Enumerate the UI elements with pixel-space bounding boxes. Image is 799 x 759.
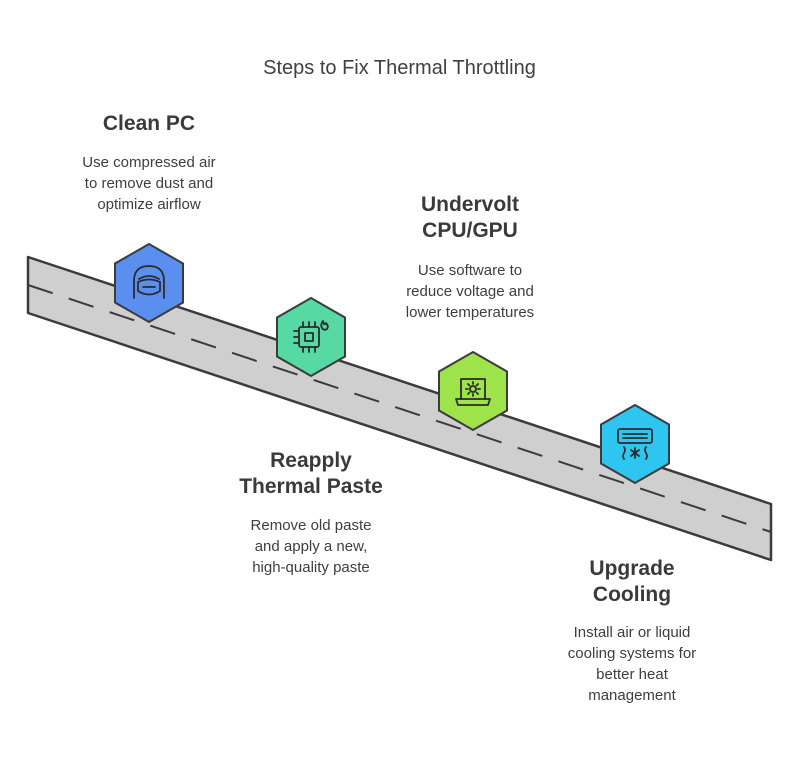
step-2-title-line: Thermal Paste: [239, 475, 383, 498]
mask-icon: [133, 265, 165, 299]
step-4-title-line: Upgrade: [589, 557, 675, 580]
step-4-title: Upgrade Cooling: [532, 556, 732, 608]
step-3-hexagon: [438, 350, 508, 432]
step-1-desc-line: to remove dust and: [84, 175, 214, 192]
step-2-description: Remove old paste and apply a new, high-q…: [209, 515, 413, 578]
step-3-desc-line: reduce voltage and: [406, 283, 534, 300]
step-2-desc-line: and apply a new,: [254, 538, 368, 555]
step-4-desc-line: cooling systems for: [567, 645, 697, 662]
step-4-desc-line: management: [588, 687, 676, 704]
step-2-hexagon: [276, 296, 346, 378]
step-3-desc-line: Use software to: [417, 262, 523, 279]
step-3-title: Undervolt CPU/GPU: [370, 192, 570, 244]
step-2-desc-line: high-quality paste: [252, 559, 370, 576]
step-1-desc-line: Use compressed air: [82, 154, 216, 171]
road-center-line: [27, 284, 772, 533]
step-4-desc-line: Install air or liquid: [573, 624, 691, 641]
laptop-gear-icon: [455, 378, 491, 406]
step-4-hexagon: [600, 403, 670, 485]
step-3-title-line: CPU/GPU: [422, 219, 518, 242]
step-2-desc-line: Remove old paste: [250, 517, 372, 534]
step-3-title-line: Undervolt: [420, 193, 519, 216]
step-3-description: Use software to reduce voltage and lower…: [368, 260, 572, 323]
step-1-title: Clean PC: [49, 111, 249, 137]
step-3-desc-line: lower temperatures: [405, 304, 535, 321]
air-conditioner-icon: [617, 428, 653, 460]
diagram-title: Steps to Fix Thermal Throttling: [263, 57, 536, 79]
step-4-title-line: Cooling: [592, 583, 672, 606]
step-1-hexagon: [114, 242, 184, 324]
step-1-title-line: Clean PC: [102, 112, 196, 135]
step-4-description: Install air or liquid cooling systems fo…: [530, 622, 734, 706]
chip-icon: [293, 320, 329, 353]
step-1-desc-line: optimize airflow: [97, 196, 201, 213]
step-2-title: Reapply Thermal Paste: [211, 448, 411, 500]
step-2-title-line: Reapply: [270, 449, 352, 472]
step-1-description: Use compressed air to remove dust and op…: [46, 152, 252, 215]
step-4-desc-line: better heat: [596, 666, 668, 683]
